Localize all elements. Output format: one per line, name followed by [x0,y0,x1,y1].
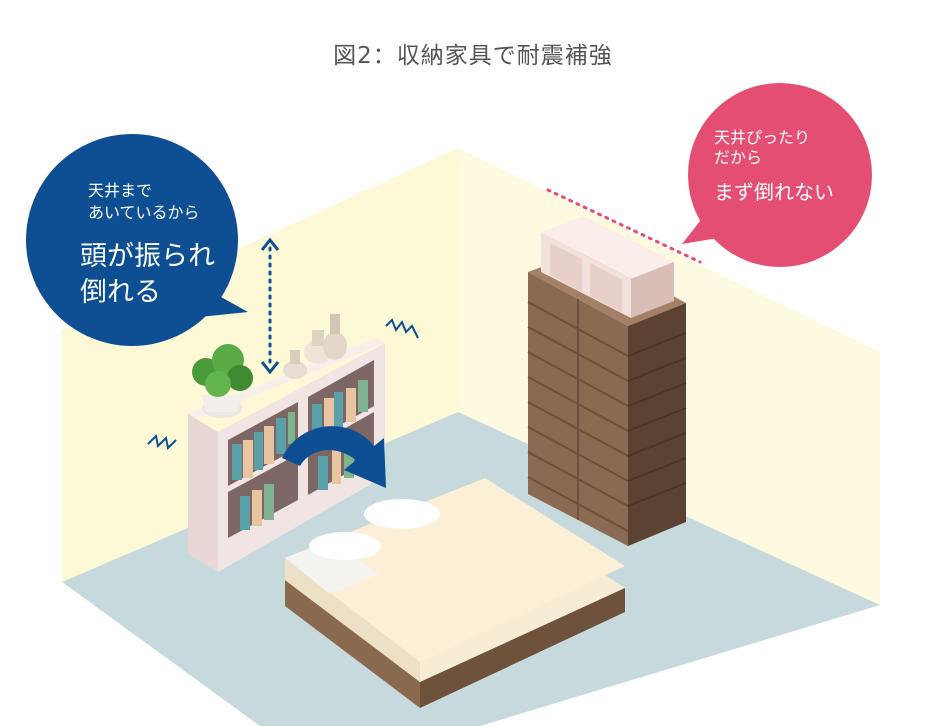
bed [285,478,625,708]
storage-boxes [541,216,674,318]
right-bubble-small-line-2: だから [714,148,763,167]
vases [283,314,347,379]
left-bubble-small-line-2: あいているから [88,203,200,222]
diagram-title: 図2：収納家具で耐震補強 [333,43,613,69]
ceiling-gap-indicator [260,237,280,375]
left-wall [62,148,458,582]
shake-marks [147,318,419,451]
potted-plant [192,344,253,418]
right-speech-bubble [682,83,872,267]
left-bubble-big-line-1: 頭が振られ [80,241,215,272]
right-bubble-small-line-1: 天井ぴったり [714,128,811,147]
right-bubble-big-line: まず倒れない [714,180,834,204]
left-bubble-big-line-2: 倒れる [80,277,161,308]
left-bubble-small-line-1: 天井まで [88,181,153,200]
fall-arrow [282,426,386,488]
left-speech-bubble [26,134,248,346]
